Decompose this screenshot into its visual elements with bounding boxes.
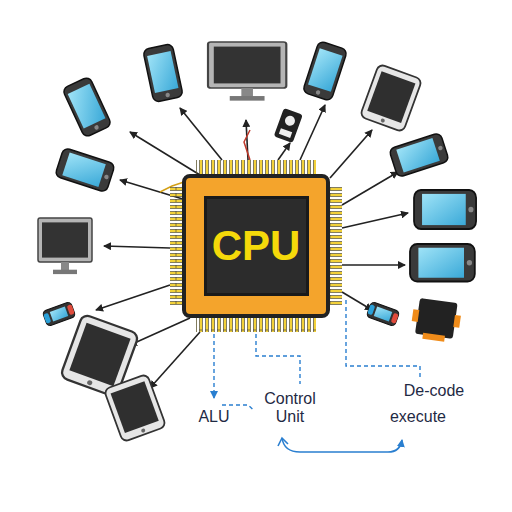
decode-label: De-code bbox=[402, 382, 466, 400]
cpu-chip bbox=[170, 160, 342, 332]
output-arrows bbox=[96, 105, 408, 388]
execute-label: execute bbox=[388, 408, 448, 426]
device-icons bbox=[38, 41, 476, 442]
flow-arrow bbox=[278, 438, 402, 452]
alu-label: ALU bbox=[196, 408, 231, 426]
chip-label: CPU bbox=[212, 222, 301, 270]
control-unit-label: Control Unit bbox=[253, 390, 327, 427]
cpu-core-box: CPU bbox=[204, 196, 309, 296]
